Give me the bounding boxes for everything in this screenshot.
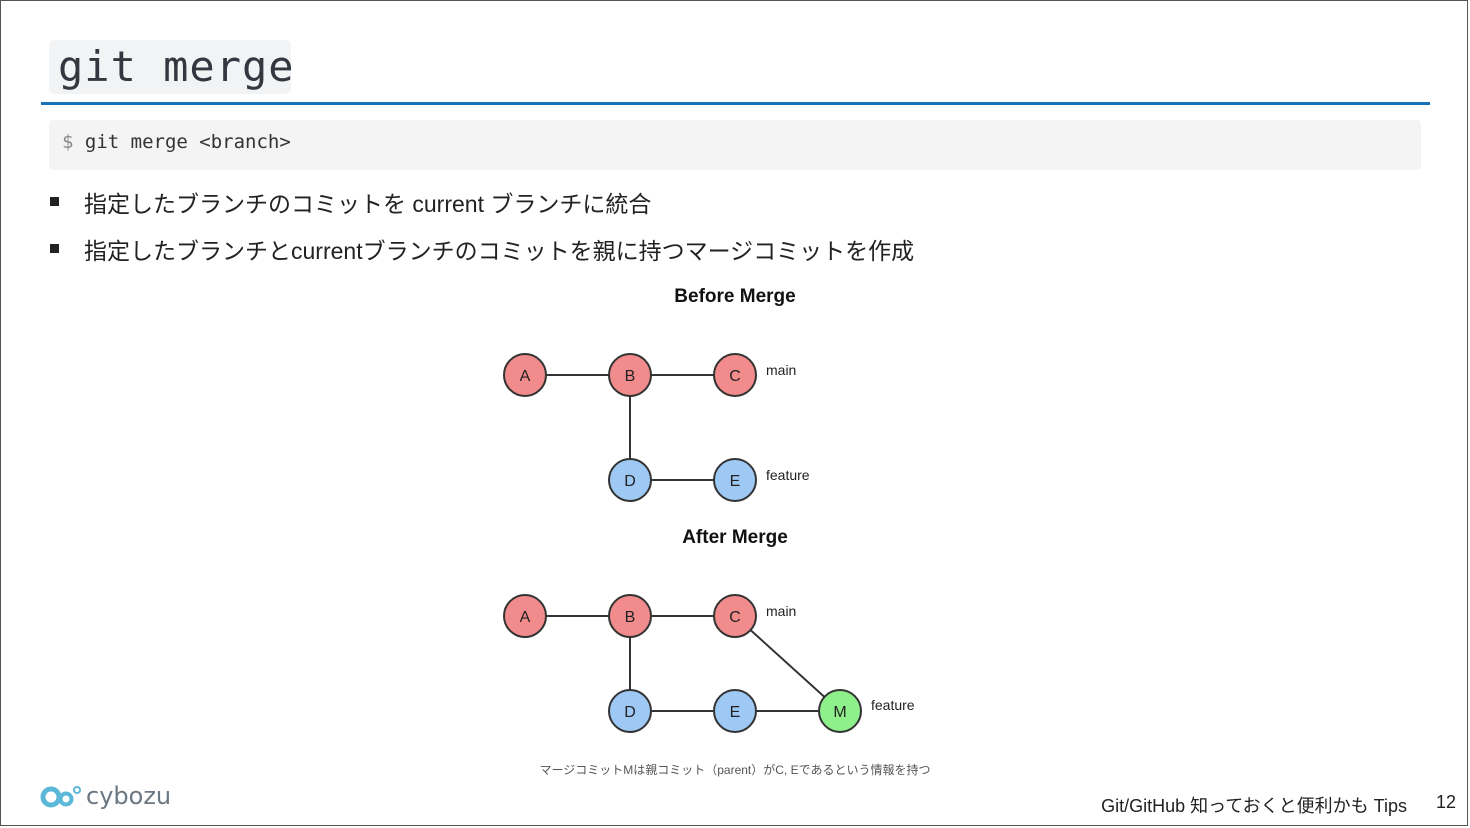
branch-label-main: main (766, 603, 796, 619)
bullet-marker (50, 197, 59, 206)
after-edges (525, 615, 841, 712)
commit-node-d: D (608, 458, 652, 502)
commit-node-b: B (608, 353, 652, 397)
after-merge-title: After Merge (682, 527, 788, 548)
bullet-text: 指定したブランチのコミットを current ブランチに統合 (84, 191, 652, 217)
branch-label-main: main (766, 362, 796, 378)
cybozu-logo-text: cybozu (86, 782, 172, 810)
commit-label: D (624, 473, 636, 490)
commit-node-a: A (503, 594, 547, 638)
diagram-caption: マージコミットMは親コミット（parent）がC, Eであるという情報を持つ (539, 763, 931, 777)
commit-label: C (729, 609, 741, 626)
commit-node-e: E (713, 458, 757, 502)
commit-node-m: M (818, 689, 862, 733)
footer-title: Git/GitHub 知っておくと便利かも Tips (1101, 796, 1407, 816)
commit-label: D (624, 704, 636, 721)
commit-label: B (625, 609, 636, 626)
commit-label: E (730, 704, 741, 721)
edge-c-m (734, 615, 841, 712)
title-background (49, 40, 291, 94)
branch-label-feature: feature (766, 467, 810, 483)
code-command: git merge <branch> (84, 131, 291, 153)
commit-label: A (520, 368, 531, 385)
commit-label: M (833, 704, 846, 721)
branch-label-feature: feature (871, 697, 915, 713)
commit-label: E (730, 473, 741, 490)
commit-node-c: C (713, 353, 757, 397)
commit-node-c: C (713, 594, 757, 638)
commit-label: B (625, 368, 636, 385)
slide-title: git merge (58, 42, 295, 91)
page-number: 12 (1435, 792, 1456, 812)
code-line: $ git merge <branch> (62, 120, 291, 164)
commit-label: A (520, 609, 531, 626)
commit-node-b: B (608, 594, 652, 638)
title-underline (41, 102, 1430, 105)
code-prompt: $ (62, 131, 74, 153)
cybozu-logo-icon (40, 786, 81, 808)
before-merge-title: Before Merge (674, 286, 795, 307)
commit-node-e: E (713, 689, 757, 733)
code-block (49, 120, 1421, 170)
commit-node-a: A (503, 353, 547, 397)
bullet-marker (50, 244, 59, 253)
commit-label: C (729, 368, 741, 385)
commit-node-d: D (608, 689, 652, 733)
bullet-text: 指定したブランチとcurrentブランチのコミットを親に持つマージコミットを作成 (84, 238, 915, 264)
